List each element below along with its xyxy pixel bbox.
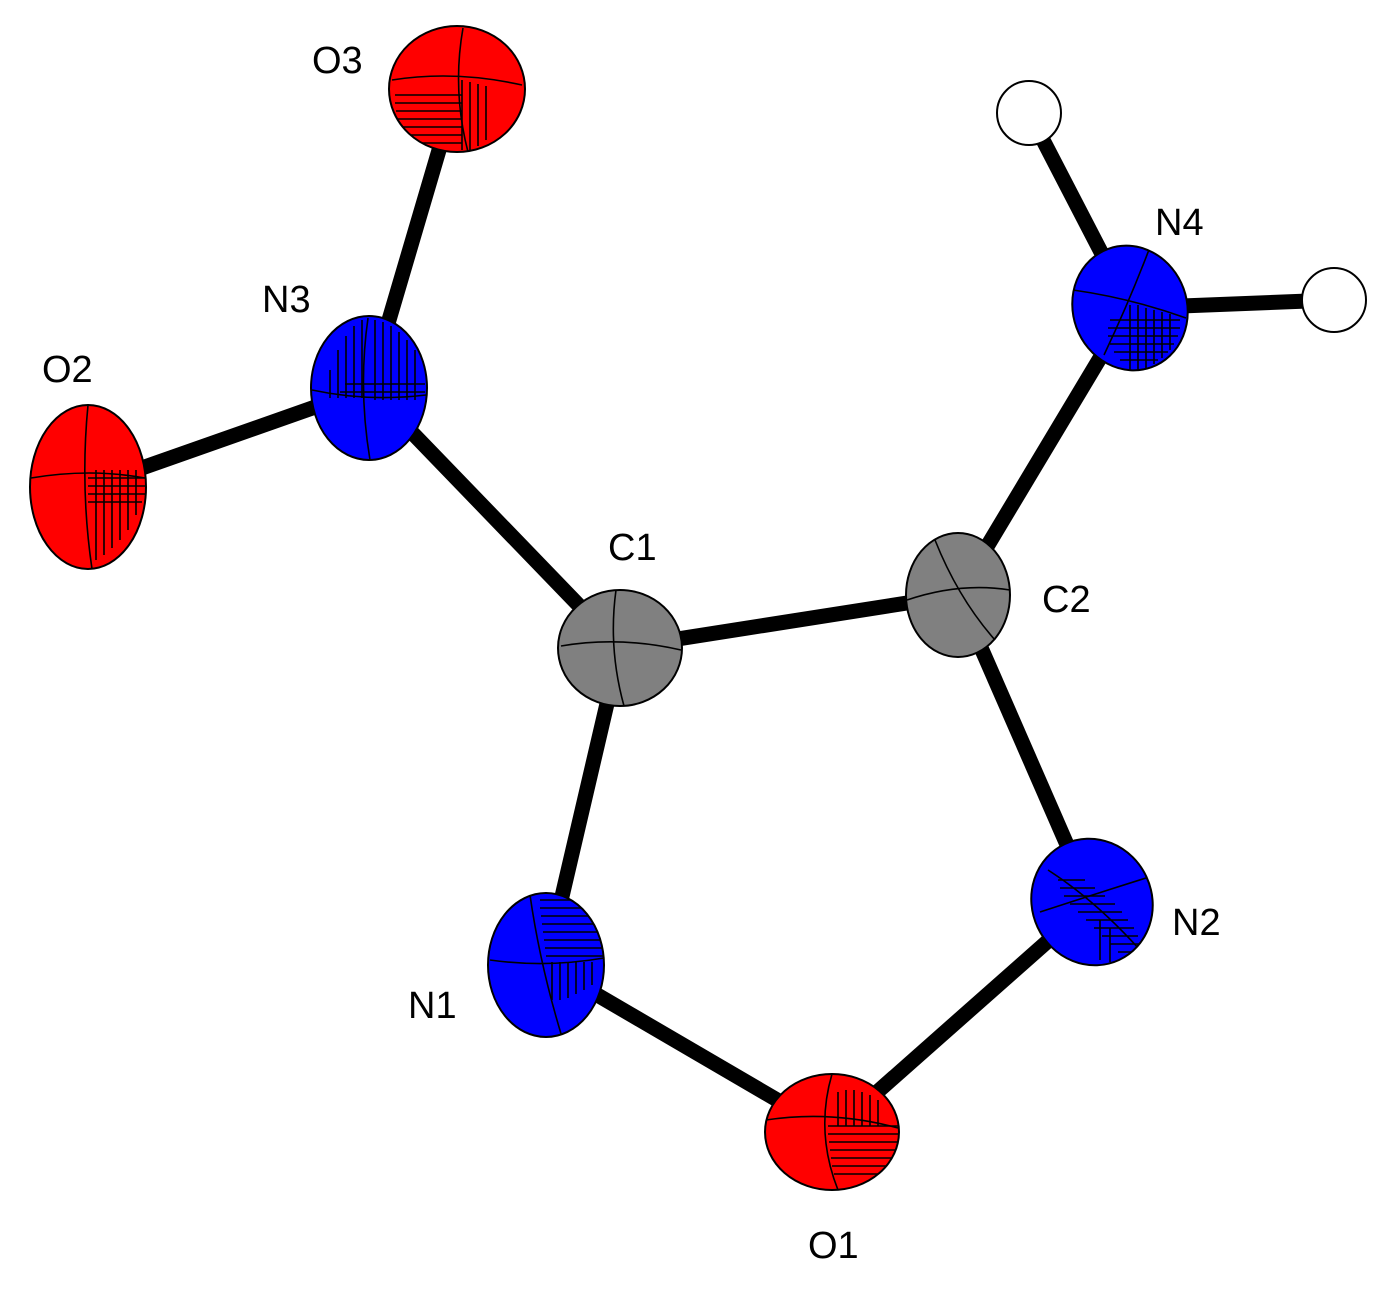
label-n1: N1 <box>408 985 457 1027</box>
label-o2: O2 <box>42 349 93 391</box>
atom-n1-ellipsoid <box>487 892 605 1038</box>
label-c2: C2 <box>1042 579 1091 621</box>
atom-c2-ellipsoid <box>905 532 1011 658</box>
label-o1: O1 <box>808 1225 859 1267</box>
atom-o2-ellipsoid <box>29 404 147 570</box>
atom-c1-ellipsoid <box>557 589 683 707</box>
atom-n2-ellipsoid <box>1030 837 1154 967</box>
label-c1: C1 <box>608 527 657 569</box>
atom-o3-ellipsoid <box>388 25 526 153</box>
atom-n4-ellipsoid <box>1071 244 1189 372</box>
hydrogen-atom <box>996 80 1062 146</box>
label-n4: N4 <box>1155 202 1204 244</box>
label-o3: O3 <box>312 40 363 82</box>
hydrogen-atom <box>1301 267 1367 333</box>
atom-o1-ellipsoid <box>764 1073 900 1191</box>
label-n2: N2 <box>1172 902 1221 944</box>
bonds-layer <box>85 86 1335 1139</box>
atom-n3-ellipsoid <box>310 315 428 461</box>
label-n3: N3 <box>262 279 311 321</box>
